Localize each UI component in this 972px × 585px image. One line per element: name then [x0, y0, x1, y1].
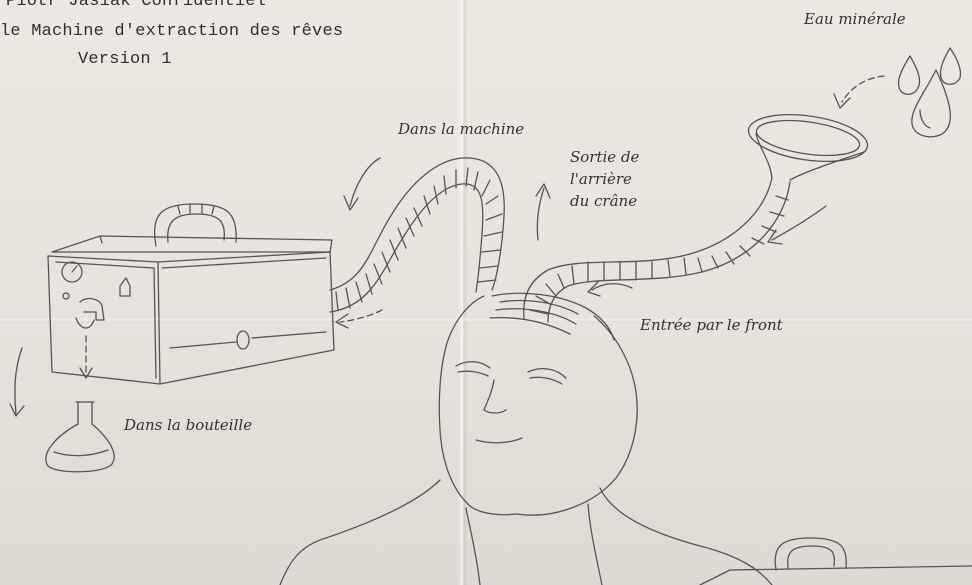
label-eau-minerale: Eau minérale: [804, 10, 906, 28]
water-drops-icon: [898, 48, 960, 137]
label-dans-la-bouteille: Dans la bouteille: [124, 416, 252, 434]
label-entree-par-le-front: Entrée par le front: [640, 316, 783, 334]
arrow-along-tube: [772, 206, 826, 240]
tube-funnel-to-forehead: [524, 178, 790, 322]
arrow-down-left: [15, 348, 22, 414]
label-sortie-arriere-crane: Sortie de l'arrière du crâne: [570, 146, 639, 212]
machine-box: [48, 204, 334, 384]
label-sortie-line2: l'arrière: [570, 168, 639, 190]
funnel: [746, 108, 871, 180]
arrow-out-of-skull: [537, 188, 544, 240]
arrow-into-machine: [350, 158, 380, 206]
dashed-arrow-to-machine: [340, 310, 382, 322]
tube-machine-to-head: [330, 158, 504, 312]
second-box-fragment: [700, 538, 972, 585]
head-sketch: [280, 293, 772, 585]
header-author-line: Piotr Jasiak Confidentiel: [6, 0, 266, 11]
flask: [46, 402, 114, 472]
header-version-line: Version 1: [78, 50, 172, 69]
arrow-into-forehead: [592, 284, 632, 290]
label-dans-la-machine: Dans la machine: [398, 120, 524, 138]
dashed-arrow-water: [842, 76, 884, 102]
label-sortie-line3: du crâne: [570, 190, 639, 212]
header-title-line: le Machine d'extraction des rêves: [0, 22, 343, 41]
label-sortie-line1: Sortie de: [570, 146, 639, 168]
